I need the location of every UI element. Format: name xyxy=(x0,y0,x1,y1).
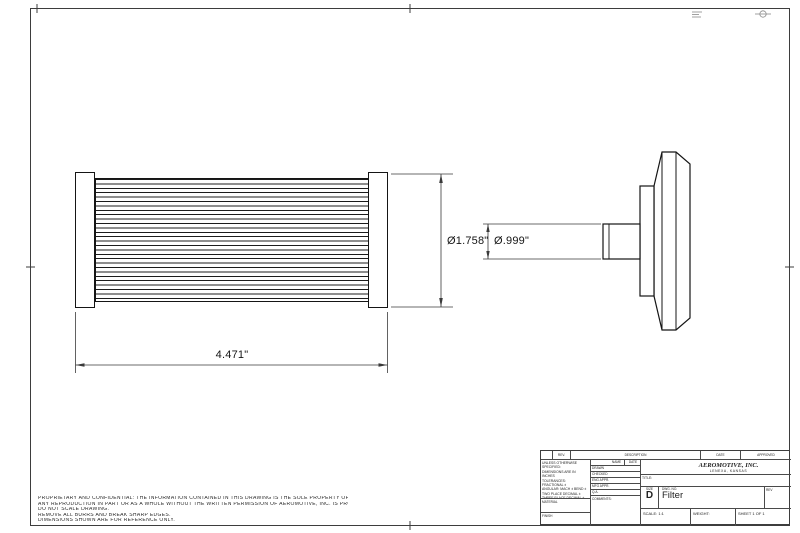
filter-end-cap-right xyxy=(368,172,388,308)
scale-cell: SCALE: 1:1 xyxy=(641,509,691,526)
dimension-port-diameter xyxy=(483,223,601,260)
fitting-flange xyxy=(639,185,655,297)
date-col-header: DATE xyxy=(701,451,741,459)
note-line: DIMENSIONS SHOWN ARE FOR REFERENCE ONLY. xyxy=(38,518,176,524)
filter-end-cap-left xyxy=(75,172,95,308)
approved-col-header: APPROVED xyxy=(757,453,775,457)
description-col-header: DESCRIPTION xyxy=(571,451,701,459)
rev-col-header: REV. xyxy=(553,451,571,459)
note-line: ANY REPRODUCTION IN PART OR AS A WHOLE W… xyxy=(38,501,348,507)
fitting-end-view xyxy=(602,151,691,331)
approvals-block: NAME DATE DRAWN CHECKED ENG APPR. MFG AP… xyxy=(591,460,641,526)
approval-row-qa: Q.A. xyxy=(591,490,640,496)
dwg-no-value: Filter xyxy=(662,490,684,501)
title-block: REV. DESCRIPTION DATE APPROVED UNLESS OT… xyxy=(540,450,791,526)
general-notes: PROPRIETARY AND CONFIDENTIAL: THE INFORM… xyxy=(38,496,348,524)
approval-row-mfg-appr: MFG APPR. xyxy=(591,484,640,490)
size-label: SIZE xyxy=(645,487,654,491)
size-value: D xyxy=(645,490,654,501)
approval-row-eng-appr: ENG APPR. xyxy=(591,478,640,484)
name-col-header: NAME xyxy=(609,460,625,465)
title-block-right: AEROMOTIVE, INC. LENEXA, KANSAS TITLE: S… xyxy=(641,460,791,526)
dimension-body-diameter xyxy=(391,173,453,308)
rev-cell: REV xyxy=(766,488,773,492)
tolerance-line: ANGULAR: MACH ± BEND ± xyxy=(542,487,587,492)
tolerance-line: TWO PLACE DECIMAL ± xyxy=(542,491,581,496)
border-tick-marks xyxy=(26,4,794,530)
dimension-label-body-diameter: Ø1.758" xyxy=(447,235,489,247)
company-cell: AEROMOTIVE, INC. LENEXA, KANSAS xyxy=(641,460,791,475)
revision-strip: REV. DESCRIPTION DATE APPROVED xyxy=(541,451,791,460)
sheet-cell: SHEET 1 OF 1 xyxy=(738,511,765,516)
tolerance-line: FRACTIONAL ± xyxy=(542,483,567,488)
title-cell: TITLE: xyxy=(641,475,791,487)
date-col-header: DATE xyxy=(628,460,638,464)
note-line: REMOVE ALL BURRS AND BREAK SHARP EDGES. xyxy=(38,512,171,518)
filter-element-body xyxy=(95,178,369,302)
plot-stamp-left-icon xyxy=(692,11,702,18)
company-name: AEROMOTIVE, INC. xyxy=(698,462,759,469)
note-line: PROPRIETARY AND CONFIDENTIAL: THE INFORM… xyxy=(38,496,348,501)
comments-cell: COMMENTS: xyxy=(592,497,612,501)
dwg-no-label: DWG. NO. xyxy=(662,487,678,491)
approval-row-checked: CHECKED xyxy=(591,472,640,478)
note-line: DO NOT SCALE DRAWING. xyxy=(38,507,110,513)
dimension-label-length: 4.471" xyxy=(215,349,249,361)
company-location: LENEXA, KANSAS xyxy=(709,469,748,473)
tolerance-line: TOLERANCES: xyxy=(542,478,566,483)
material-cell: MATERIAL xyxy=(541,498,590,512)
plot-stamp-right-icon xyxy=(755,10,771,18)
finish-cell: FINISH xyxy=(541,512,590,526)
tolerance-line: UNLESS OTHERWISE SPECIFIED: xyxy=(542,461,577,470)
tolerance-block: UNLESS OTHERWISE SPECIFIED: DIMENSIONS A… xyxy=(541,460,591,526)
weight-cell: WEIGHT: xyxy=(691,509,736,526)
approval-row-drawn: DRAWN xyxy=(591,466,640,472)
tolerance-line: DIMENSIONS ARE IN INCHES xyxy=(542,469,576,479)
fitting-hex-body xyxy=(653,151,691,331)
dimension-overall-length xyxy=(75,312,388,373)
dimension-label-port-diameter: Ø.999" xyxy=(494,235,530,247)
